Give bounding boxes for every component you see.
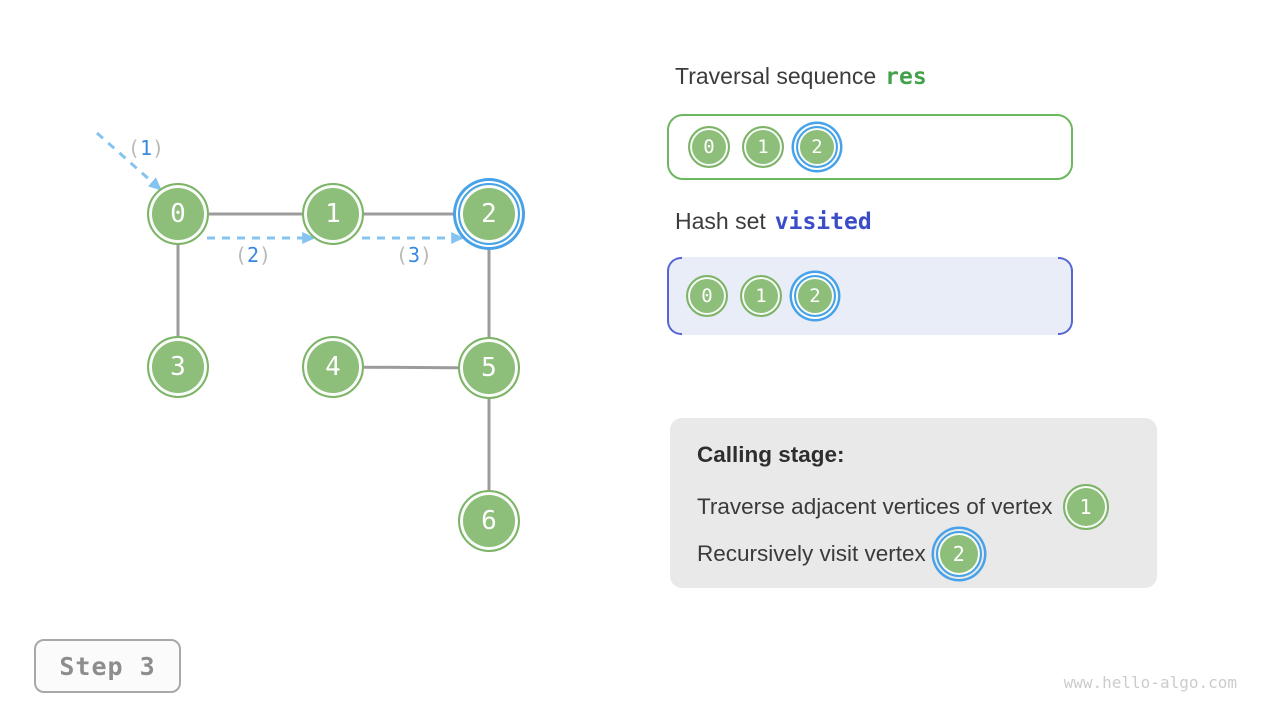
graph-node-2: 2 (458, 183, 520, 245)
visited-item-0: 0 (686, 275, 728, 317)
arrow-label-number: 3 (407, 243, 421, 267)
watermark: www.hello-algo.com (1063, 673, 1237, 692)
arrow-label-close: ) (420, 243, 433, 267)
graph-node-4: 4 (302, 336, 364, 398)
visited-box: 0 1 2 (667, 257, 1073, 335)
arrow-label-close: ) (152, 136, 165, 160)
arrow-label-open: ( (234, 243, 247, 267)
calling-stage-heading: Calling stage: (697, 442, 845, 467)
res-item-0: 0 (688, 126, 730, 168)
visited-item-1: 1 (740, 275, 782, 317)
calling-stage-line-1: Traverse adjacent vertices of vertex 1 (697, 483, 1157, 530)
graph-node-0: 0 (147, 183, 209, 245)
graph-node-5: 5 (458, 337, 520, 399)
arrow-label-open: ( (127, 136, 140, 160)
arrow-step-label-2: (2) (235, 243, 271, 267)
arrow-step-label-1: (1) (128, 136, 164, 160)
visited-item-2: 2 (794, 275, 836, 317)
res-item-2: 2 (796, 126, 838, 168)
arrow-label-number: 2 (246, 243, 260, 267)
visited-panel-title: Hash set visited (675, 208, 872, 235)
res-title-code: res (885, 64, 927, 90)
traversal-arrows (96, 131, 465, 244)
calling-stage-line-2: Recursively visit vertex 2 (697, 530, 1157, 577)
arrow-label-open: ( (395, 243, 408, 267)
calling-line-text: Recursively visit vertex (697, 540, 926, 566)
graph-node-6: 6 (458, 490, 520, 552)
arrow-step-label-3: (3) (396, 243, 432, 267)
calling-stage-box: Calling stage: Traverse adjacent vertice… (670, 418, 1157, 588)
arrow-label-number: 1 (139, 136, 153, 160)
visited-title-code: visited (774, 209, 872, 235)
calling-line-node: 2 (935, 530, 982, 577)
graph-node-1: 1 (302, 183, 364, 245)
res-item-1: 1 (742, 126, 784, 168)
calling-line-node: 1 (1062, 483, 1109, 530)
arrow-label-close: ) (259, 243, 272, 267)
step-badge: Step 3 (34, 639, 181, 693)
res-title-text: Traversal sequence (675, 63, 877, 89)
visited-title-text: Hash set (675, 208, 766, 234)
res-panel-title: Traversal sequence res (675, 63, 927, 90)
calling-line-text: Traverse adjacent vertices of vertex (697, 493, 1053, 519)
graph-node-3: 3 (147, 336, 209, 398)
res-box: 0 1 2 (667, 114, 1073, 180)
